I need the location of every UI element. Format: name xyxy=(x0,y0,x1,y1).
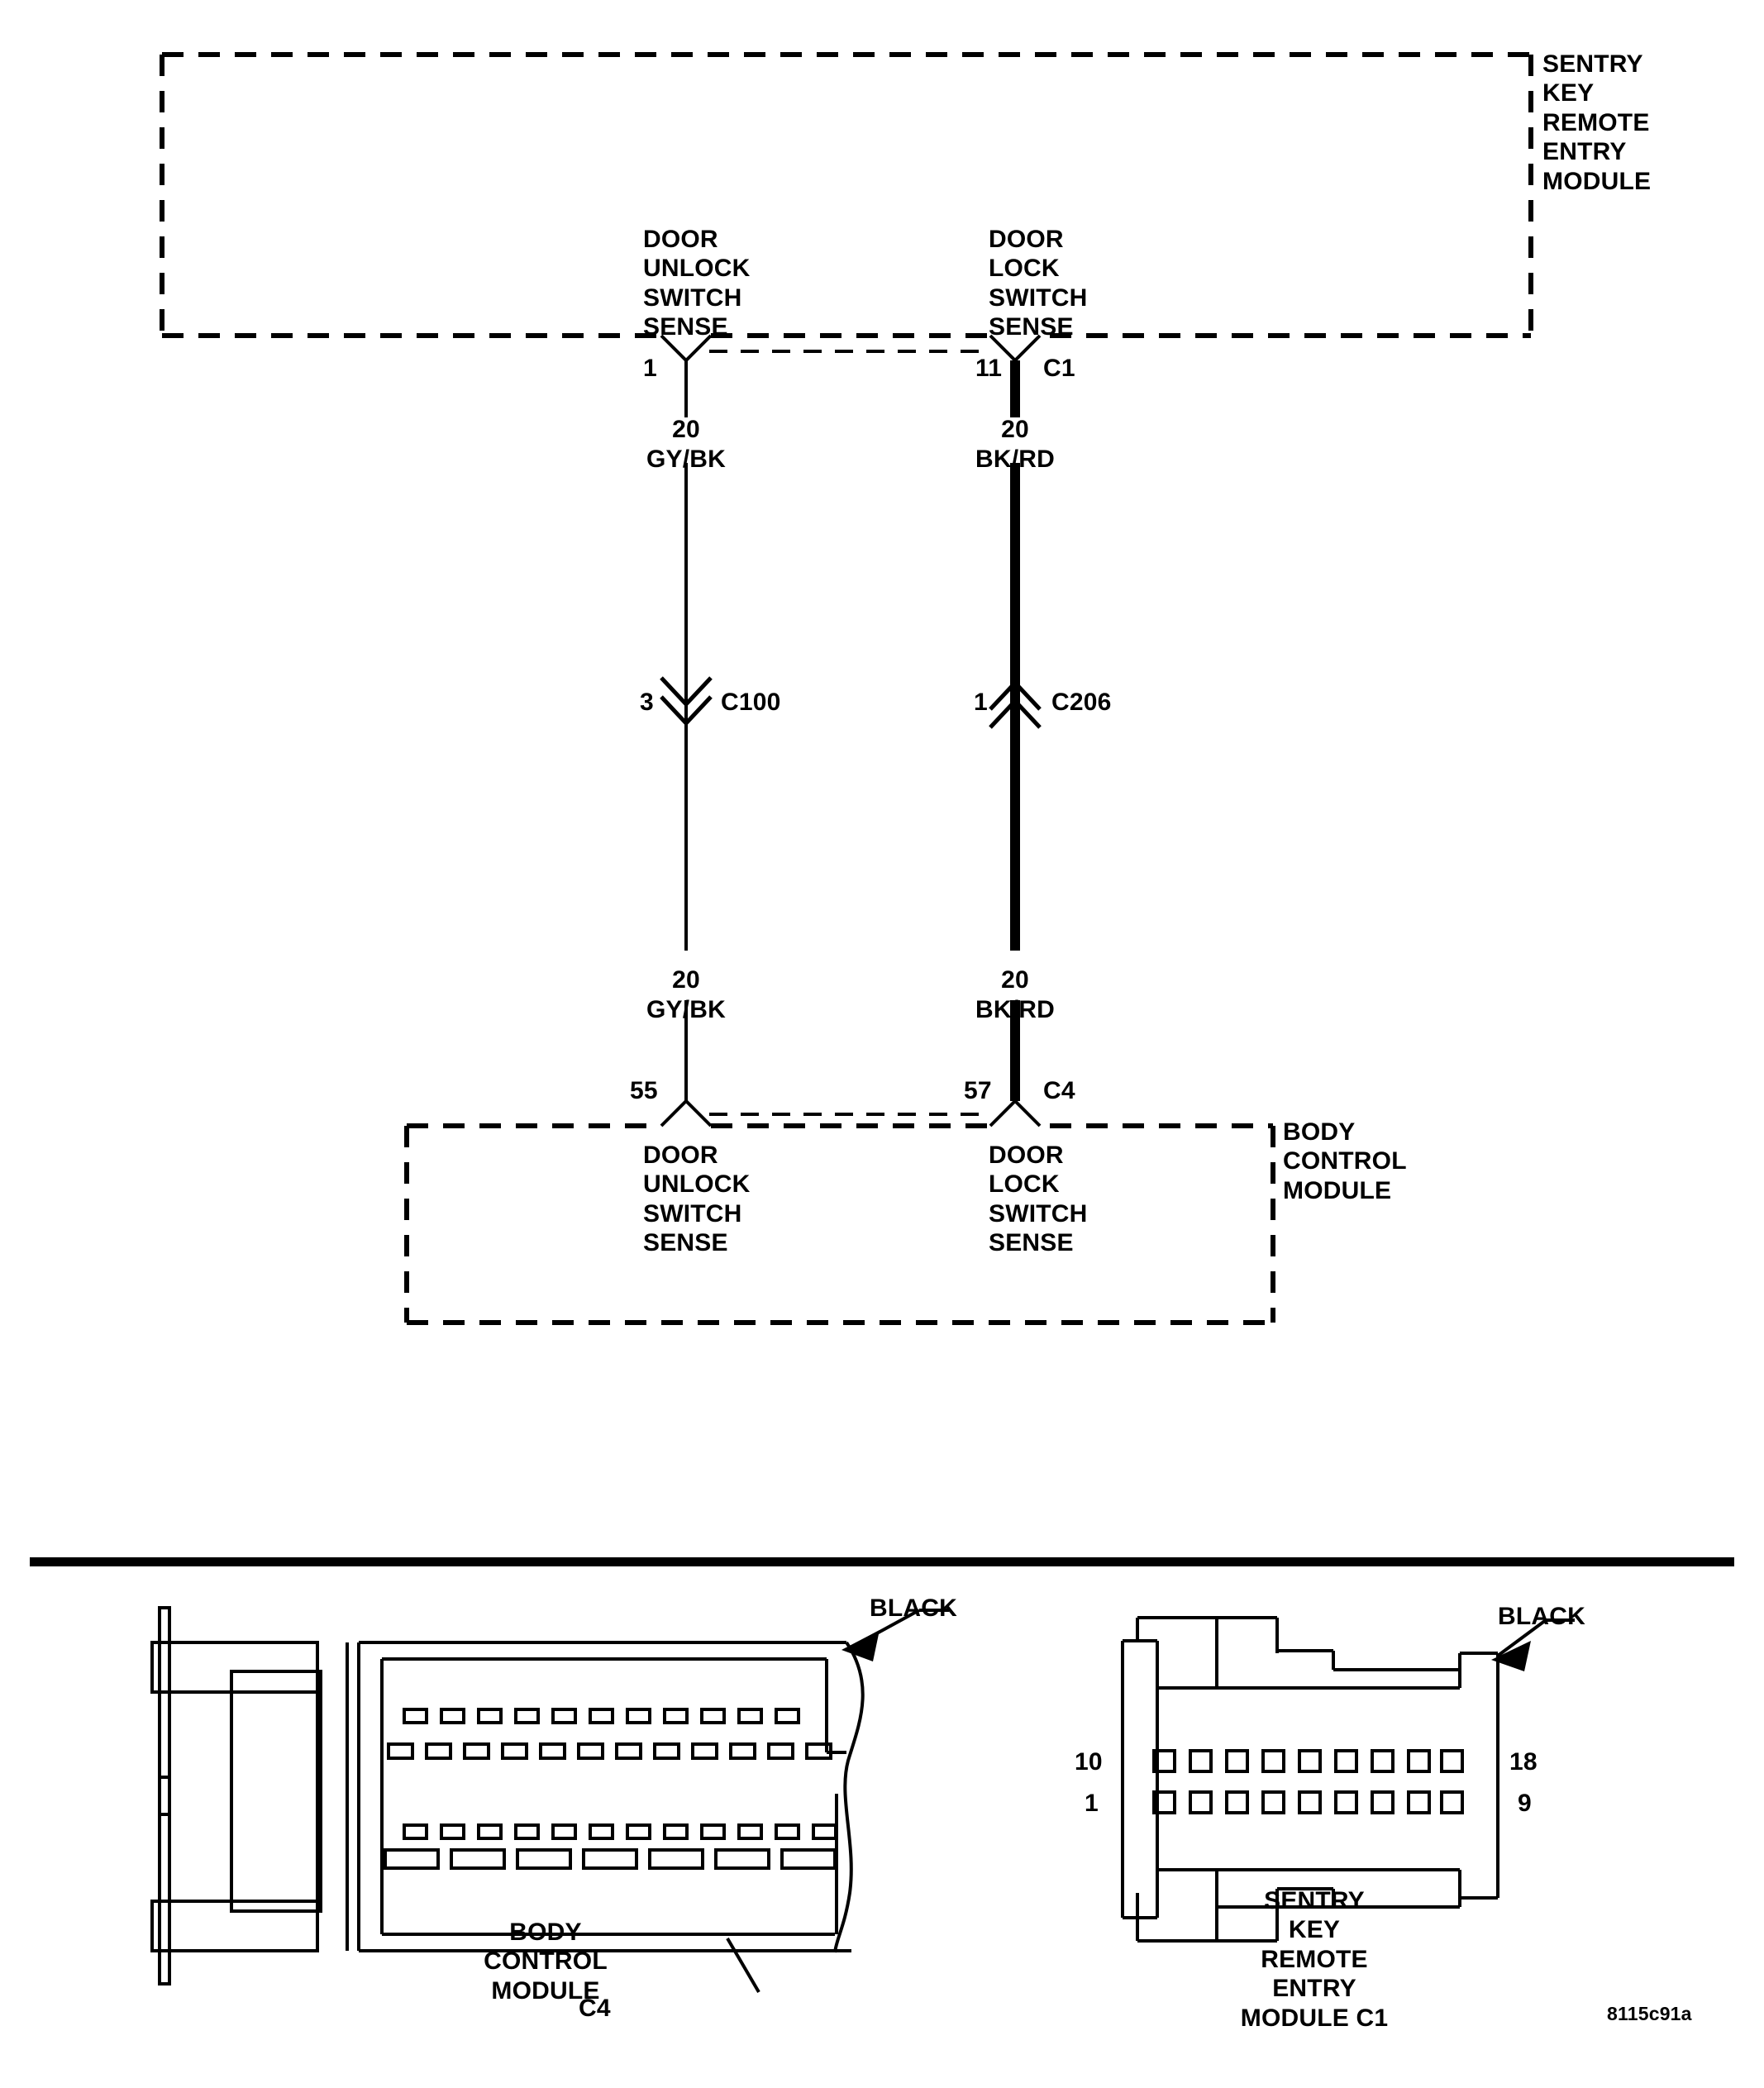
wire-gauge-bottom-left: 20 xyxy=(672,966,700,994)
sentry-key-remote-entry-module-box xyxy=(160,52,1533,353)
bcm-pin-number-57: 57 xyxy=(964,1077,992,1104)
section-separator-bar xyxy=(30,1557,1734,1566)
bcm-pin-row-3 xyxy=(403,1823,837,1840)
skrem-connector-illustration xyxy=(1121,1616,1575,1943)
bcm-pin-row-2 xyxy=(387,1742,832,1760)
wire-door-unlock-switch-sense xyxy=(660,360,713,1099)
skrem-pin-row-bottom xyxy=(1152,1790,1464,1814)
bcm-port-notch-pin-57 xyxy=(989,1075,1042,1127)
skrem-port-label-door-lock-switch-sense: DOOR LOCK SWITCH SENSE xyxy=(989,226,1088,341)
bcm-pin-number-55: 55 xyxy=(630,1077,658,1104)
skrem-port-label-door-unlock-switch-sense: DOOR UNLOCK SWITCH SENSE xyxy=(643,226,751,341)
bcm-connector-c4-label: C4 xyxy=(579,1995,611,2022)
wire-color-bottom-left: GY/BK xyxy=(646,996,726,1023)
bcm-port-label-door-unlock-switch-sense: DOOR UNLOCK SWITCH SENSE xyxy=(643,1142,751,1257)
body-control-module-label: BODY CONTROL MODULE xyxy=(1283,1118,1407,1204)
skrem-connector-color-callout: BLACK xyxy=(1498,1603,1585,1630)
wire-gauge-bottom-right: 20 xyxy=(1001,966,1029,994)
wire-color-top-left: GY/BK xyxy=(646,446,726,473)
wire-color-top-right: BK/RD xyxy=(975,446,1055,473)
skrem-pin-row-top xyxy=(1152,1749,1464,1773)
bcm-pin-row-1 xyxy=(403,1708,800,1724)
bcm-connector-illustration xyxy=(150,1606,949,1994)
bcm-port-label-door-lock-switch-sense: DOOR LOCK SWITCH SENSE xyxy=(989,1142,1088,1257)
bcm-port-notch-pin-55 xyxy=(660,1075,713,1127)
skrem-pin-label-bottom-right: 9 xyxy=(1518,1790,1532,1817)
skrem-pin-label-top-right: 18 xyxy=(1509,1748,1538,1776)
inline-connector-pin-c206: 1 xyxy=(974,689,988,716)
bcm-connector-id-c4: C4 xyxy=(1043,1077,1075,1104)
bcm-pin-row-4 xyxy=(384,1848,837,1870)
inline-connector-pin-c100: 3 xyxy=(640,689,654,716)
skrem-pin-label-bottom-left: 1 xyxy=(1085,1790,1099,1817)
skrem-connector-caption: SENTRY KEY REMOTE ENTRY MODULE C1 xyxy=(1240,1887,1389,2032)
figure-id-code: 8115c91a xyxy=(1607,2003,1692,2024)
skrem-connector-id-c1: C1 xyxy=(1043,355,1075,382)
wire-door-lock-switch-sense xyxy=(989,360,1042,1099)
bcm-connector-color-callout: BLACK xyxy=(870,1595,957,1622)
body-control-module-box xyxy=(404,1113,1275,1325)
wire-color-bottom-right: BK/RD xyxy=(975,996,1055,1023)
inline-connector-id-c100: C100 xyxy=(721,689,781,716)
wire-gauge-top-left: 20 xyxy=(672,416,700,443)
sentry-key-remote-entry-module-label: SENTRY KEY REMOTE ENTRY MODULE xyxy=(1542,50,1652,195)
skrem-pin-label-top-left: 10 xyxy=(1075,1748,1103,1776)
skrem-pin-number-11: 11 xyxy=(975,355,1003,382)
wire-gauge-top-right: 20 xyxy=(1001,416,1029,443)
inline-connector-id-c206: C206 xyxy=(1051,689,1112,716)
bcm-connector-caption: BODY CONTROL MODULE xyxy=(484,1919,608,2005)
skrem-pin-number-1: 1 xyxy=(643,355,657,382)
